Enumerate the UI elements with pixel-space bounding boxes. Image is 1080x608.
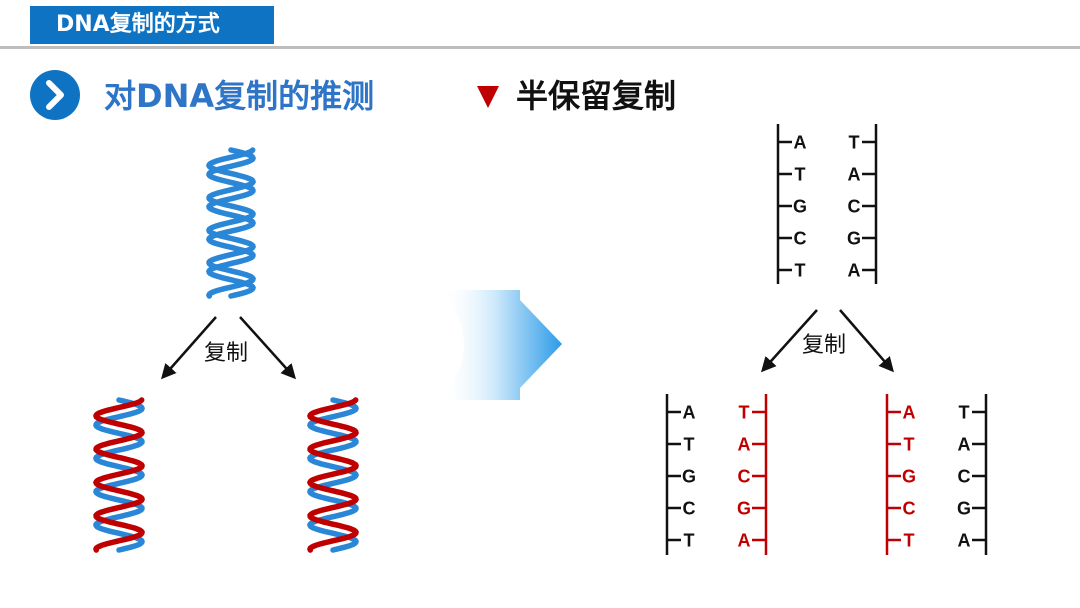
base-label: A [794, 133, 807, 153]
replicate-arrow-right-2 [839, 309, 894, 373]
header-divider [0, 46, 1080, 49]
title-bar [30, 6, 274, 44]
base-label: T [959, 403, 970, 423]
base-label: T [684, 531, 695, 551]
base-label: G [737, 499, 751, 519]
replicate-arrow-left [161, 316, 217, 380]
base-label: T [849, 133, 860, 153]
parent-dna-helix [206, 147, 256, 299]
base-label: A [738, 531, 751, 551]
base-label: T [904, 531, 915, 551]
strand-b [92, 397, 145, 553]
strand-a [93, 397, 146, 553]
base-label: A [903, 403, 916, 423]
base-label: A [683, 403, 696, 423]
section-heading: 对DNA复制的推测 [104, 77, 375, 115]
strand-b [206, 147, 256, 299]
base-label: A [958, 531, 971, 551]
transition-arrow [440, 290, 562, 400]
base-label: C [848, 197, 861, 217]
base-label: T [739, 403, 750, 423]
strand-a [307, 397, 360, 553]
base-label: G [902, 467, 916, 487]
base-label: C [683, 499, 696, 519]
base-label: A [738, 435, 751, 455]
daughter-dna-helix-left [92, 397, 146, 553]
hypothesis-heading: 半保留复制 [516, 77, 677, 115]
base-label: C [794, 229, 807, 249]
base-label: G [957, 499, 971, 519]
replicate-arrow-left-2 [760, 309, 818, 373]
base-label: T [904, 435, 915, 455]
base-label: C [958, 467, 971, 487]
chevron-right-icon [30, 70, 80, 120]
base-label: G [682, 467, 696, 487]
strand-b [306, 397, 359, 553]
base-label: C [738, 467, 751, 487]
base-label: T [795, 165, 806, 185]
base-label: G [847, 229, 861, 249]
base-label: G [793, 197, 807, 217]
page-title: DNA复制的方式 [56, 12, 220, 37]
replicate-arrow-right [239, 316, 297, 380]
triangle-down-icon [477, 86, 499, 108]
replicate-label: 复制 [204, 341, 248, 366]
base-label: T [684, 435, 695, 455]
replicate-label-2: 复制 [802, 333, 846, 358]
base-label: T [795, 261, 806, 281]
base-label: A [848, 165, 861, 185]
base-label: A [958, 435, 971, 455]
strand-a [206, 147, 256, 299]
daughter-dna-helix-right [306, 397, 360, 553]
base-label: C [903, 499, 916, 519]
base-label: A [848, 261, 861, 281]
